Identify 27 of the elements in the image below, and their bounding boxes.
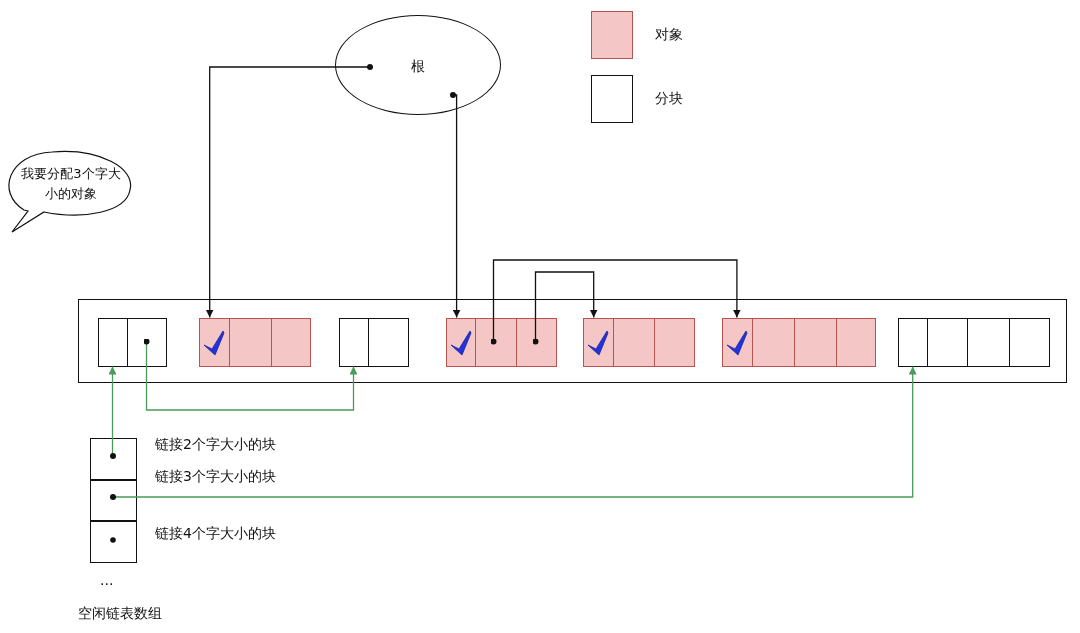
object-block — [445, 317, 557, 367]
arrow — [143, 338, 358, 411]
arrow — [490, 259, 741, 345]
arrow — [532, 271, 598, 345]
arrow — [110, 365, 917, 500]
array-caption: 空闲链表数组 — [78, 605, 162, 623]
slot-caption: 链接4个字大小的块 — [155, 525, 276, 543]
legend-label: 对象 — [655, 26, 683, 44]
object-block — [582, 317, 695, 367]
arrow — [108, 365, 117, 459]
arrow — [450, 92, 461, 319]
legend-label: 分块 — [655, 90, 683, 108]
object-block — [721, 317, 876, 367]
slot-caption: 链接3个字大小的块 — [155, 468, 276, 486]
free-list-slot — [90, 480, 137, 521]
object-block — [198, 317, 311, 367]
speech-text: 我要分配3个字大小的对象 — [20, 165, 122, 203]
slot-caption: 链接2个字大小的块 — [155, 436, 276, 454]
heap-panel — [78, 299, 1067, 383]
free-list-slot — [90, 521, 137, 563]
memory-chunk — [897, 317, 1050, 367]
memory-chunk — [97, 317, 167, 367]
ellipsis-text: ... — [100, 572, 114, 588]
arrow — [205, 64, 373, 319]
memory-chunk — [338, 317, 409, 367]
node-label: 根 — [410, 57, 426, 76]
free-list-slot — [90, 438, 137, 480]
